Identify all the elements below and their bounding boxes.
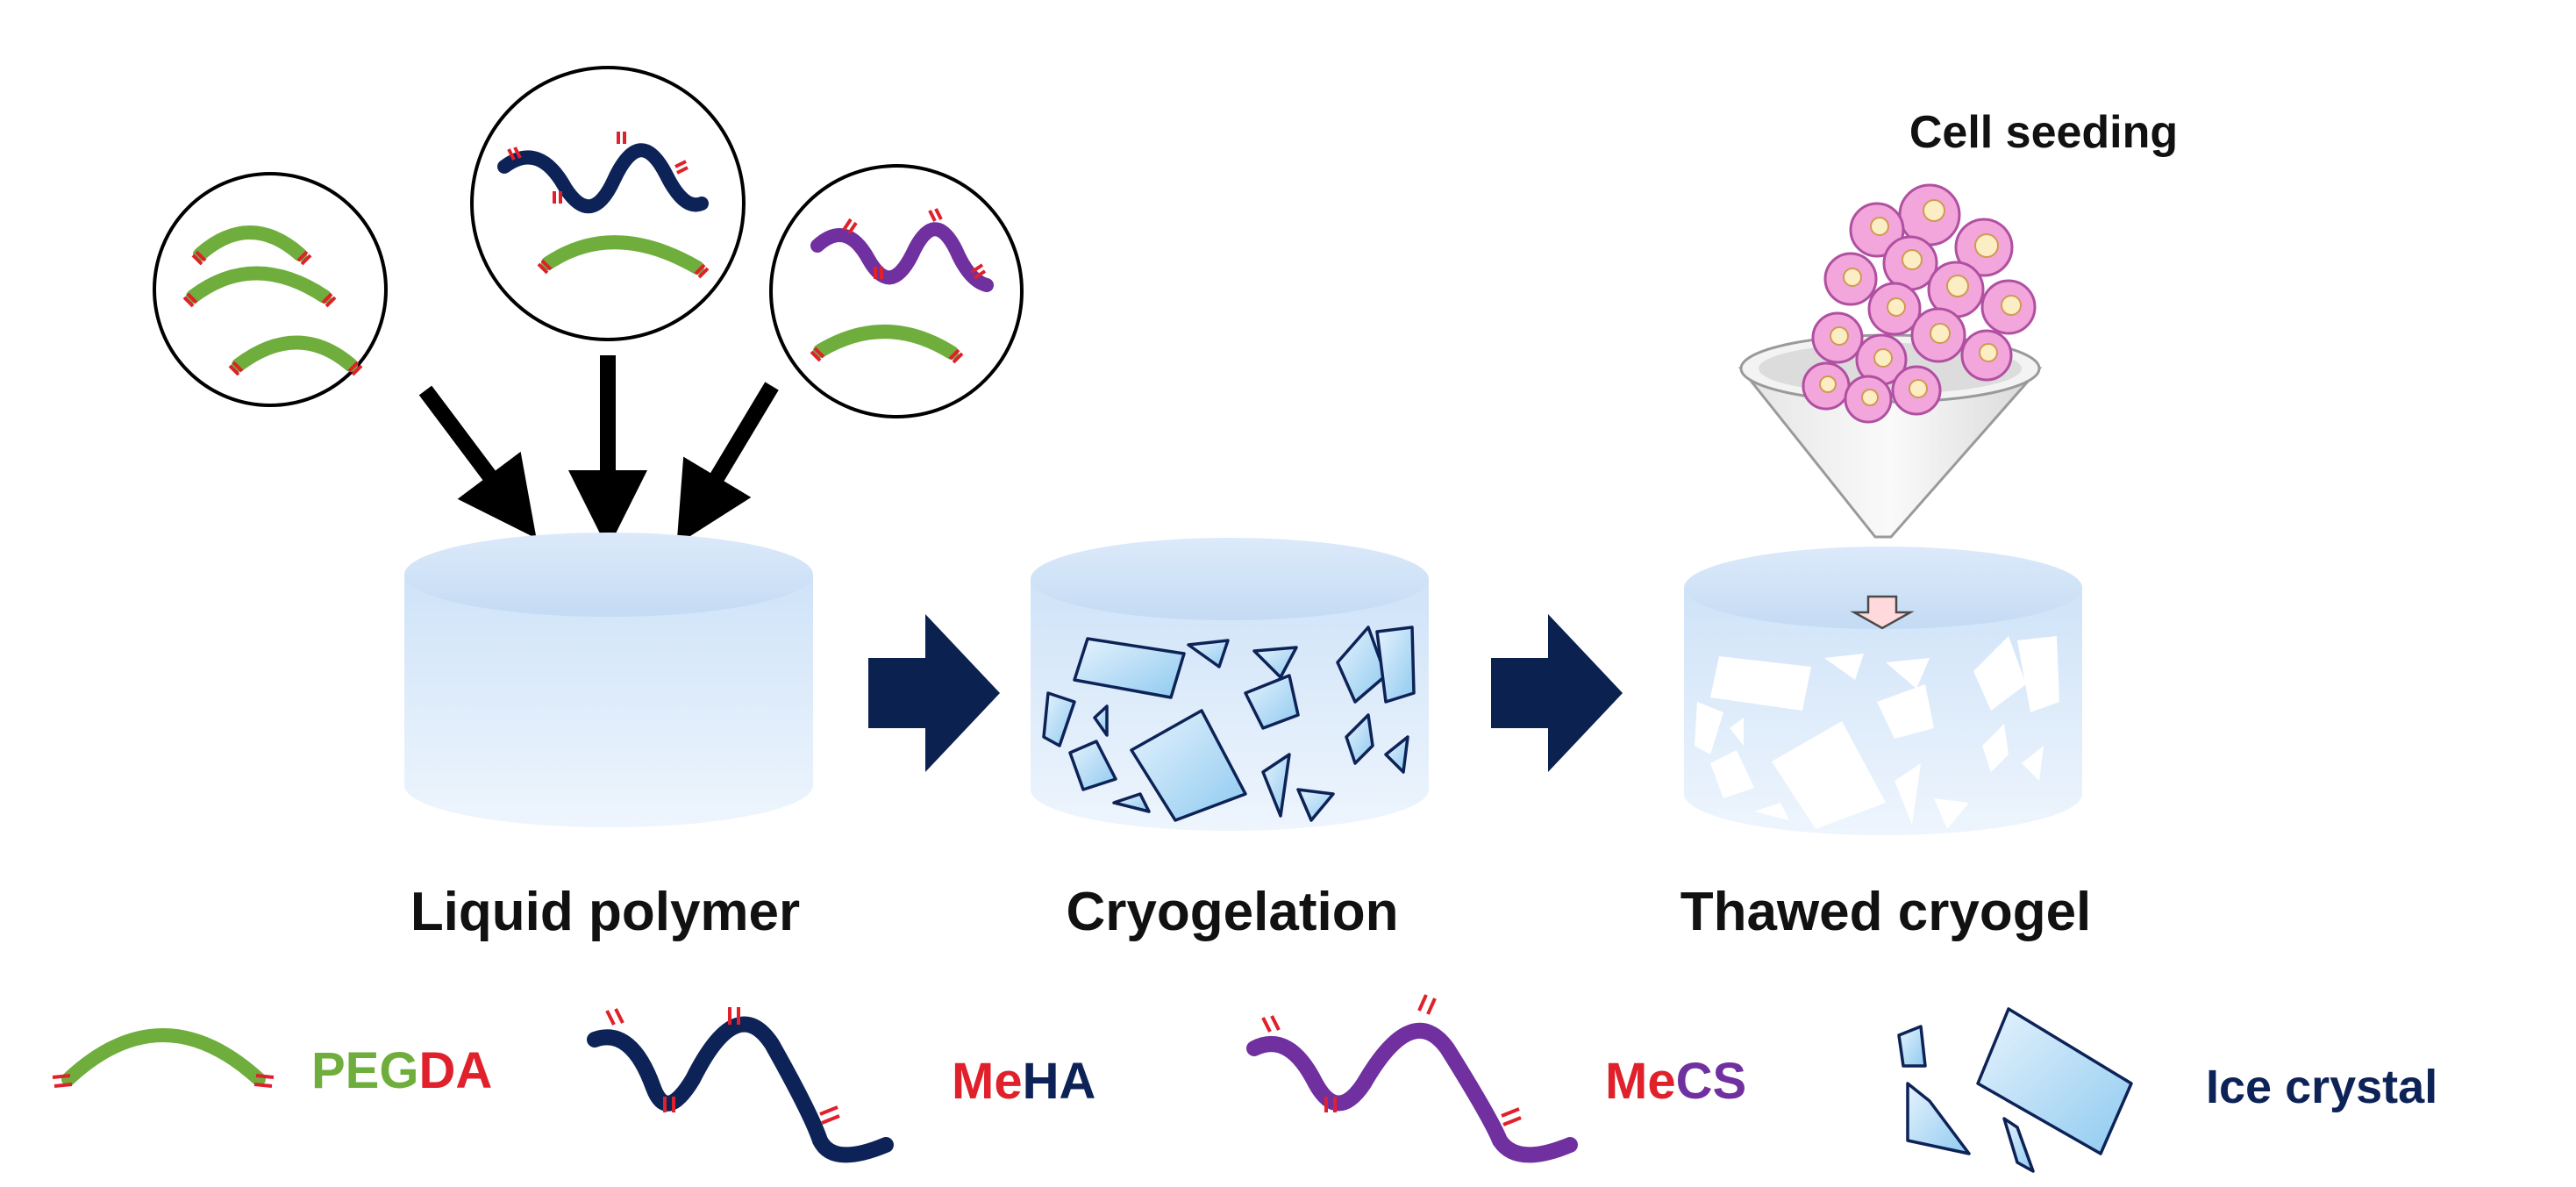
legend: PEGDA MeHA MeCS: [52, 994, 2437, 1173]
liquid-polymer-label: Liquid polymer: [410, 882, 800, 942]
ice-crystal-legend-icon: [1897, 1007, 2133, 1173]
process-arrow-2: [1491, 614, 1623, 772]
meha-legend-label: MeHA: [952, 1053, 1095, 1110]
mixing-arrows: [418, 355, 779, 549]
pegda-legend-label: PEGDA: [311, 1042, 492, 1099]
process-arrow-1: [868, 614, 1000, 772]
pegda-legend-icon: [52, 1028, 275, 1088]
mecs-legend-label: MeCS: [1605, 1053, 1746, 1110]
seeding-down-arrow: [1850, 595, 1915, 630]
cell-seeding-label: Cell seeding: [1909, 107, 2178, 158]
empty-pores: [1695, 636, 2059, 829]
cell-cluster-icon: [1802, 183, 2037, 424]
pegda-chains-bubble-icon: [153, 172, 388, 407]
liquid-polymer-cylinder: [404, 533, 813, 827]
ice-crystal-legend-label: Ice crystal: [2206, 1061, 2437, 1113]
meha-legend-icon: [587, 1007, 894, 1163]
meha-pegda-bubble-icon: [470, 66, 746, 341]
mecs-pegda-bubble-icon: [769, 164, 1024, 418]
cryogelation-cylinder: [1031, 538, 1429, 831]
ice-crystals: [1042, 626, 1416, 822]
thawed-cryogel-label: Thawed cryogel: [1680, 882, 2092, 942]
mecs-legend-icon: [1246, 994, 1578, 1163]
thawed-cryogel-cylinder: [1684, 547, 2082, 835]
cryogelation-label: Cryogelation: [1067, 882, 1399, 942]
